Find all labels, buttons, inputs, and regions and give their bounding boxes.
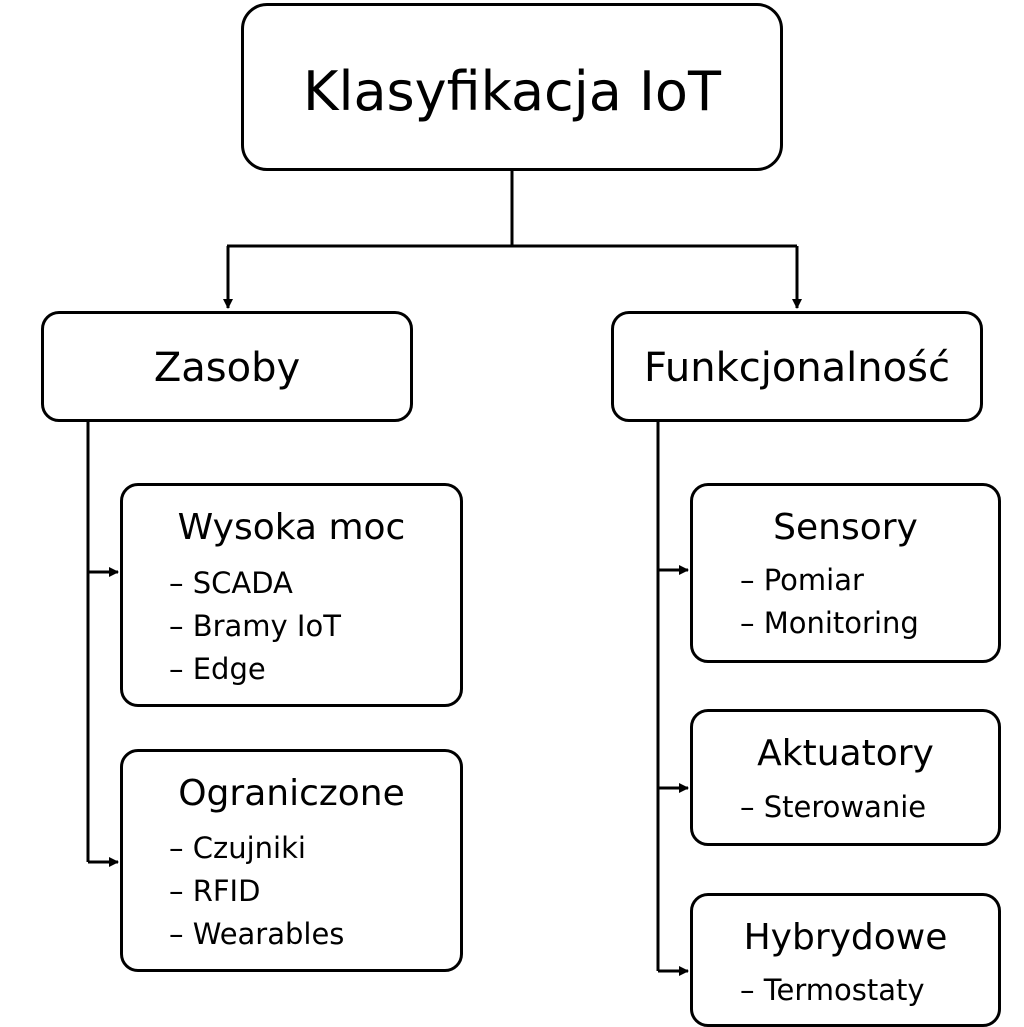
leaf-item: – Wearables <box>169 917 345 951</box>
leaf-node-aktuatory: Aktuatory – Sterowanie <box>690 709 1001 846</box>
leaf-item: – Pomiar <box>740 563 864 597</box>
leaf-item: – Czujniki <box>169 831 306 865</box>
leaf-node-title: Ograniczone <box>178 773 405 814</box>
leaf-node-items: – Sterowanie <box>740 786 926 829</box>
leaf-item: – RFID <box>169 874 261 908</box>
leaf-node-items: – Czujniki – RFID – Wearables <box>169 827 344 956</box>
leaf-node-hybrydowe: Hybrydowe – Termostaty <box>690 893 1001 1027</box>
leaf-node-items: – SCADA – Bramy IoT – Edge <box>169 562 341 691</box>
leaf-node-items: – Pomiar – Monitoring <box>740 559 919 645</box>
branch-node-funkcjonalnosc: Funkcjonalność <box>611 311 983 422</box>
leaf-node-title: Aktuatory <box>757 733 934 774</box>
leaf-node-title: Sensory <box>773 507 918 548</box>
leaf-item: – Bramy IoT <box>169 609 341 643</box>
leaf-item: – Sterowanie <box>740 790 927 824</box>
leaf-item: – SCADA <box>169 566 293 600</box>
leaf-node-ograniczone: Ograniczone – Czujniki – RFID – Wearable… <box>120 749 463 972</box>
root-node: Klasyfikacja IoT <box>241 3 783 171</box>
leaf-item: – Termostaty <box>740 973 925 1007</box>
leaf-node-sensory: Sensory – Pomiar – Monitoring <box>690 483 1001 663</box>
leaf-item: – Monitoring <box>740 606 919 640</box>
leaf-node-title: Hybrydowe <box>743 917 948 958</box>
branch-node-title: Funkcjonalność <box>644 345 950 391</box>
leaf-node-items: – Termostaty <box>740 969 925 1012</box>
leaf-item: – Edge <box>169 652 266 686</box>
branch-node-title: Zasoby <box>153 345 301 391</box>
leaf-node-title: Wysoka moc <box>177 507 406 548</box>
branch-node-zasoby: Zasoby <box>41 311 413 422</box>
leaf-node-wysoka-moc: Wysoka moc – SCADA – Bramy IoT – Edge <box>120 483 463 707</box>
root-node-title: Klasyfikacja IoT <box>303 60 721 123</box>
